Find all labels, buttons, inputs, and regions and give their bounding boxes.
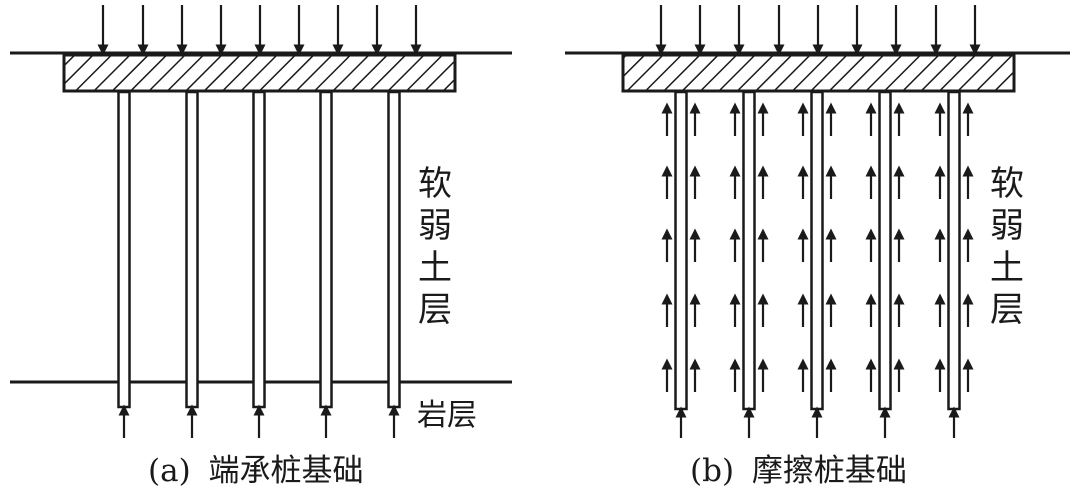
pile: [947, 90, 961, 411]
label-char: 软: [990, 164, 1024, 204]
label-char: 软: [418, 164, 452, 204]
panel-b-caption-text: 摩擦桩基础: [751, 453, 907, 489]
panel-a-rock-label: 岩层: [417, 398, 477, 433]
panel-b-diagram: [565, 5, 1070, 438]
pile: [117, 90, 131, 409]
panel-b-piles: [674, 90, 961, 411]
panel-b-caption: (b) 摩擦桩基础: [690, 452, 907, 490]
pile: [319, 90, 333, 409]
panel-a-pile-cap: [62, 53, 457, 93]
pile: [185, 90, 199, 409]
panel-b-load-arrows: [655, 5, 981, 56]
label-char: 土: [418, 248, 452, 288]
panel-b-friction-arrows: [661, 102, 974, 392]
pile: [810, 90, 824, 411]
panel-a-diagram: [10, 5, 512, 438]
panel-a-load-arrows: [97, 5, 422, 56]
panel-a-piles: [117, 90, 401, 409]
panel-a-caption-prefix: (a): [148, 453, 191, 489]
pile: [878, 90, 892, 411]
panel-a-caption-text: 端承桩基础: [208, 453, 364, 489]
label-char: 层: [990, 290, 1024, 330]
pile: [674, 90, 688, 411]
panel-a-caption: (a) 端承桩基础: [148, 452, 364, 490]
panel-b-caption-prefix: (b): [690, 453, 735, 489]
pile: [742, 90, 756, 411]
label-char: 弱: [418, 206, 452, 246]
pile: [252, 90, 266, 409]
pile: [387, 90, 401, 409]
panel-b-tip-arrows: [675, 406, 960, 438]
panel-a-tip-arrows: [118, 404, 400, 438]
panel-b-pile-cap: [621, 53, 1016, 93]
panel-b-soft-soil-label: 软 弱 土 层: [985, 163, 1029, 331]
label-char: 层: [418, 290, 452, 330]
panel-a-soft-soil-label: 软 弱 土 层: [413, 163, 457, 331]
label-char: 土: [990, 248, 1024, 288]
label-char: 弱: [990, 206, 1024, 246]
